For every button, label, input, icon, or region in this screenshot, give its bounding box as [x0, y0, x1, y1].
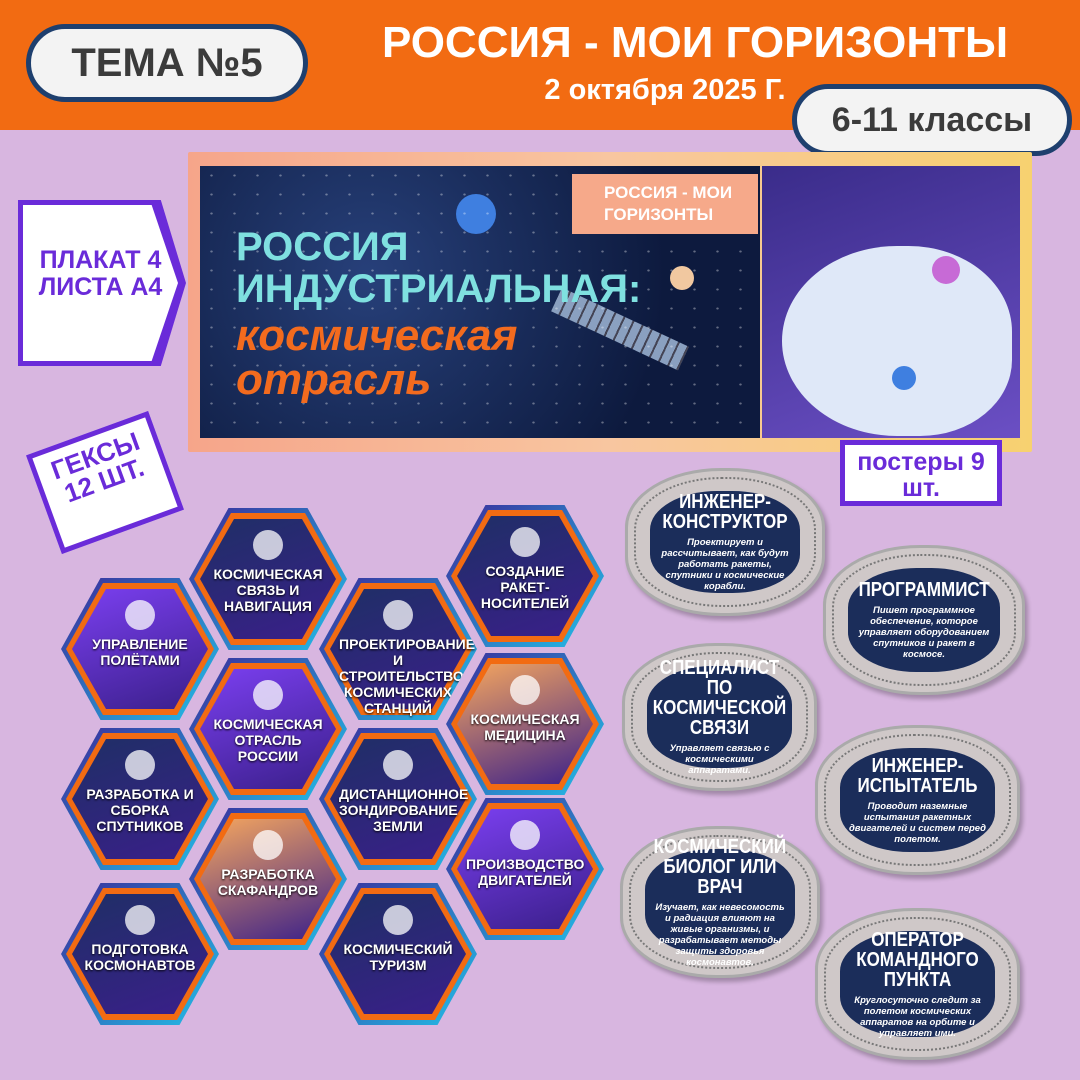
hex-card: ПРОИЗВОДСТВО ДВИГАТЕЛЕЙ [446, 798, 604, 940]
profession-title: ПРОГРАММИСТ [858, 579, 990, 601]
profession-description: Пишет программное обеспечение, которое у… [858, 605, 990, 660]
hex-illustration-icon [253, 680, 283, 710]
hex-illustration-icon [125, 600, 155, 630]
profession-description: Проектирует и рассчитывает, как будут ра… [661, 537, 789, 592]
illustration-blob [782, 246, 1012, 436]
hex-label: КОСМИЧЕСКАЯ ОТРАСЛЬ РОССИИ [213, 716, 323, 764]
hex-card: РАЗРАБОТКА СКАФАНДРОВ [189, 808, 347, 950]
profession-description: Круглосуточно следит за полетом космичес… [854, 994, 981, 1039]
hex-label: КОСМИЧЕСКАЯ СВЯЗЬ И НАВИГАЦИЯ [213, 566, 323, 614]
hex-card: ПОДГОТОВКА КОСМОНАВТОВ [61, 883, 219, 1025]
hex-illustration-icon [510, 527, 540, 557]
profession-poster: ПРОГРАММИСТ Пишет программное обеспечение… [823, 545, 1025, 695]
hex-card: КОСМИЧЕСКИЙ ТУРИЗМ [319, 883, 477, 1025]
hex-illustration-icon [383, 600, 413, 630]
hex-illustration-icon [510, 820, 540, 850]
hex-card: КОСМИЧЕСКАЯ МЕДИЦИНА [446, 653, 604, 795]
theme-badge: ТЕМА №5 [26, 24, 308, 102]
hex-card: РАЗРАБОТКА И СБОРКА СПУТНИКОВ [61, 728, 219, 870]
hex-illustration-icon [510, 675, 540, 705]
hex-label: ПОДГОТОВКА КОСМОНАВТОВ [84, 941, 196, 973]
hex-label: РАЗРАБОТКА И СБОРКА СПУТНИКОВ [86, 786, 194, 834]
hex-card: КОСМИЧЕСКАЯ ОТРАСЛЬ РОССИИ [189, 658, 347, 800]
hex-illustration-icon [383, 750, 413, 780]
date-text: 2 октября 2025 Г. [544, 74, 786, 106]
profession-description: Проводит наземные испытания ракетных дви… [848, 800, 987, 845]
hex-card: УПРАВЛЕНИЕ ПОЛЁТАМИ [61, 578, 219, 720]
hex-label: ДИСТАНЦИОННОЕ ЗОНДИРОВАНИЕ ЗЕМЛИ [339, 786, 469, 834]
banner-heading: РОССИЯ ИНДУСТРИАЛЬНАЯ: [236, 225, 642, 311]
profession-title: ИНЖЕНЕР-КОНСТРУКТОР [662, 491, 788, 533]
poster-label: ПЛАКАТ 4 ЛИСТА А4 [23, 205, 178, 361]
hex-label: РАЗРАБОТКА СКАФАНДРОВ [217, 866, 319, 898]
hex-label: СОЗДАНИЕ РАКЕТ-НОСИТЕЛЕЙ [480, 563, 570, 611]
grades-badge: 6-11 классы [792, 84, 1072, 156]
hex-label: КОСМИЧЕСКИЙ ТУРИЗМ [343, 941, 453, 973]
profession-title: ИНЖЕНЕР-ИСПЫТАТЕЛЬ [857, 754, 978, 797]
porthole-window: ПРОГРАММИСТ Пишет программное обеспечение… [848, 568, 1000, 672]
hex-illustration-icon [125, 750, 155, 780]
hex-illustration-icon [253, 530, 283, 560]
hex-label: ПРОЕКТИРОВАНИЕ И СТРОИТЕЛЬСТВО КОСМИЧЕСК… [339, 636, 476, 716]
banner-subheading: космическая отрасль [236, 311, 518, 404]
profession-title: КОСМИЧЕСКИЙ БИОЛОГ ИЛИ ВРАЧ [653, 835, 787, 898]
space-background: РОССИЯ - МОИ ГОРИЗОНТЫ РОССИЯ ИНДУСТРИАЛ… [200, 166, 760, 438]
hexes-label: ГЕКСЫ 12 ШТ. [25, 410, 185, 555]
profession-description: Управляет связью с космическими аппарата… [669, 743, 770, 776]
hex-card: ПРОЕКТИРОВАНИЕ И СТРОИТЕЛЬСТВО КОСМИЧЕСК… [319, 578, 477, 720]
porthole-window: СПЕЦИАЛИСТ ПО КОСМИЧЕСКОЙ СВЯЗИ Управляет… [647, 658, 792, 776]
profession-title: ОПЕРАТОР КОМАНДНОГО ПУНКТА [856, 928, 979, 991]
planet-icon [932, 256, 960, 284]
page-title: РОССИЯ - МОИ ГОРИЗОНТЫ [381, 18, 1009, 67]
planet-icon [670, 266, 694, 290]
globe-icon [892, 366, 916, 390]
poster-banner: РОССИЯ - МОИ ГОРИЗОНТЫ РОССИЯ ИНДУСТРИАЛ… [188, 152, 1032, 452]
hex-card: СОЗДАНИЕ РАКЕТ-НОСИТЕЛЕЙ [446, 505, 604, 647]
hex-illustration-icon [383, 905, 413, 935]
hex-label: КОСМИЧЕСКАЯ МЕДИЦИНА [470, 711, 580, 743]
hex-illustration-icon [253, 830, 283, 860]
hex-label: ПРОИЗВОДСТВО ДВИГАТЕЛЕЙ [466, 856, 585, 888]
profession-poster: СПЕЦИАЛИСТ ПО КОСМИЧЕСКОЙ СВЯЗИ Управляет… [622, 643, 817, 791]
profession-title: СПЕЦИАЛИСТ ПО КОСМИЧЕСКОЙ СВЯЗИ [652, 657, 787, 739]
banner-tag: РОССИЯ - МОИ ГОРИЗОНТЫ [572, 174, 758, 234]
people-illustration [762, 166, 1020, 438]
hex-card: ДИСТАНЦИОННОЕ ЗОНДИРОВАНИЕ ЗЕМЛИ [319, 728, 477, 870]
hex-card: КОСМИЧЕСКАЯ СВЯЗЬ И НАВИГАЦИЯ [189, 508, 347, 650]
profession-description: Изучает, как невесомость и радиация влия… [655, 901, 785, 968]
hex-label: УПРАВЛЕНИЕ ПОЛЁТАМИ [92, 636, 188, 668]
hex-illustration-icon [125, 905, 155, 935]
posters-label: постеры 9 шт. [840, 440, 1002, 506]
